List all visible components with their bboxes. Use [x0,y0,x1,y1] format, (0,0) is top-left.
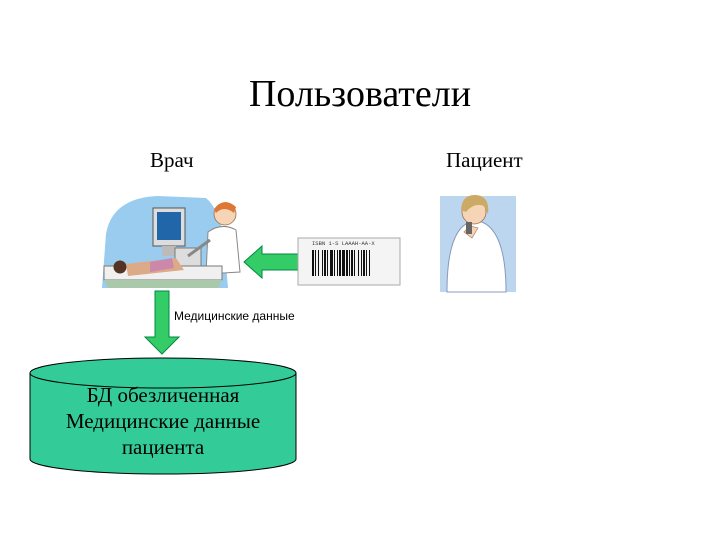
barcode-bar [363,250,365,276]
arrow-down [143,290,181,355]
database-cylinder [29,357,297,475]
barcode-bar [358,250,359,276]
barcode-bar [330,250,333,276]
barcode-bar [349,250,350,276]
barcode-bar [318,250,319,276]
barcode-header: ISBN 1-S LAAAH-AA-X [312,240,375,247]
patient-label: Пациент [446,148,523,172]
arrow-label: Медицинские данные [174,309,295,323]
barcode-bar [346,250,348,276]
barcode-bar [342,250,345,276]
barcode-bar [366,250,367,276]
barcode-card [297,237,401,286]
doctor-label: Врач [150,148,194,172]
barcode-bar [351,250,353,276]
barcode-bar [361,250,362,276]
barcode-bar [312,250,314,276]
patient-illustration [440,194,516,293]
barcode-bar [339,250,341,276]
barcode-bars [312,250,370,276]
barcode-bar [337,250,338,276]
page-title: Пользователи [248,73,472,115]
barcode-bar [334,250,335,276]
barcode-bar [324,250,326,276]
doctor-illustration [102,196,241,288]
database-text: БД обезличенная Медицинские данные пацие… [30,382,296,460]
barcode-bar [354,250,355,276]
database-line-1: БД обезличенная [86,383,240,407]
barcode-bar [369,250,370,276]
barcode-bar [322,250,323,276]
database-line-2: Медицинские данные [65,409,261,433]
barcode-bar [315,250,316,276]
barcode-bar [327,250,328,276]
database-line-3: пациента [121,435,205,459]
arrow-left [243,244,299,280]
